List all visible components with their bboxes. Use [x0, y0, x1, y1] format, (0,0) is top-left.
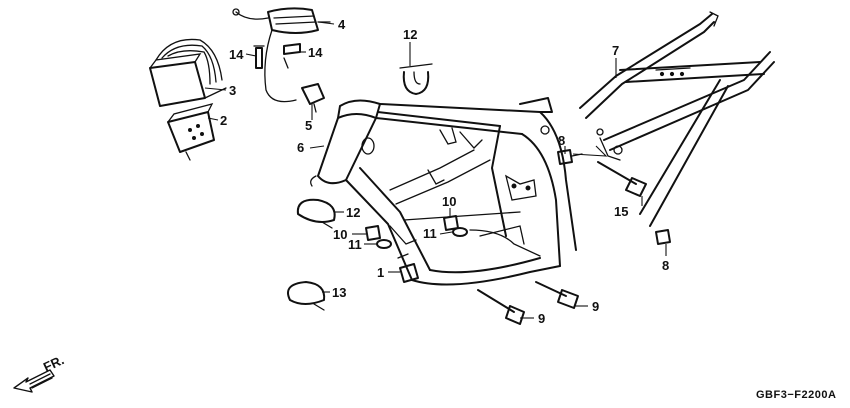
bolt-8-lower	[655, 229, 671, 245]
front-label: FR.	[41, 352, 66, 374]
bolt-14-left	[253, 45, 265, 69]
band-clamp-13	[287, 281, 326, 311]
bolt-14-right	[283, 43, 301, 69]
bolt-8-upper	[557, 149, 583, 165]
callout-5: 5	[305, 118, 312, 133]
bolt-9-lower	[477, 289, 525, 325]
callout-2: 2	[220, 113, 227, 128]
callout-13: 13	[332, 285, 346, 300]
bolt-15	[597, 161, 647, 197]
cdi-mount	[167, 103, 215, 161]
callout-12-upper: 12	[403, 27, 417, 42]
callout-labels: 4 3 2 14 14 5 6 12 7 8 15 8 9 9 12 13 10…	[220, 17, 669, 326]
callout-10-right: 10	[442, 194, 456, 209]
callout-9-upper: 9	[592, 299, 599, 314]
callout-14-left: 14	[229, 47, 244, 62]
callout-3: 3	[229, 83, 236, 98]
callout-11-left: 11	[348, 237, 362, 252]
callout-8-lower: 8	[662, 258, 669, 273]
rear-subframe	[579, 11, 775, 227]
wire-clamp-upper	[399, 63, 433, 95]
front-direction-indicator: FR.	[13, 352, 66, 393]
collar-1	[397, 253, 419, 283]
callout-15: 15	[614, 204, 628, 219]
diagram-code: GBF3−F2200A	[756, 389, 836, 401]
cdi-unit	[149, 38, 227, 107]
plug-cap	[301, 83, 325, 113]
main-frame	[310, 97, 577, 286]
callout-11-right: 11	[423, 226, 437, 241]
callout-10-left: 10	[333, 227, 347, 242]
callout-12-lower: 12	[346, 205, 360, 220]
callout-4: 4	[338, 17, 346, 32]
nut-10-left	[365, 225, 381, 241]
washer-11-left	[376, 239, 392, 249]
callout-6: 6	[297, 140, 304, 155]
callout-7: 7	[612, 43, 619, 58]
callout-9-lower: 9	[538, 311, 545, 326]
ignition-coil	[232, 7, 331, 103]
bolt-9-upper	[535, 281, 579, 309]
washer-11-right	[452, 227, 468, 237]
wire-clamp-lower	[296, 198, 336, 229]
callout-8-upper: 8	[558, 133, 565, 148]
front-arrow-icon	[13, 369, 55, 393]
callout-14-right: 14	[308, 45, 323, 60]
callout-1: 1	[377, 265, 384, 280]
leader-lines	[204, 21, 667, 319]
